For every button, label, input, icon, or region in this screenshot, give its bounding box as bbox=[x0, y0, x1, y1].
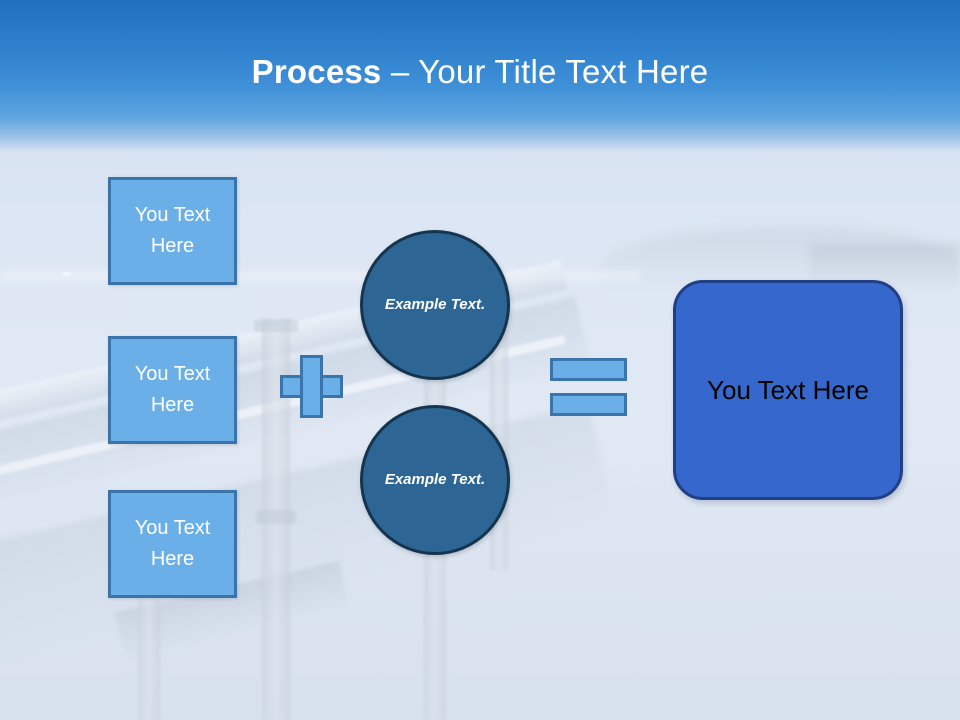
input-box-1[interactable]: You Text Here bbox=[108, 177, 237, 285]
plus-icon bbox=[280, 355, 343, 418]
result-box[interactable]: You Text Here bbox=[673, 280, 903, 500]
input-box-3-label: You Text Here bbox=[134, 517, 211, 570]
page-title-bold: Process bbox=[251, 53, 382, 90]
process-circle-1-label: Example Text. bbox=[384, 296, 486, 313]
result-box-label: You Text Here bbox=[707, 375, 869, 405]
page-title: Process – Your Title Text Here bbox=[0, 52, 960, 92]
equals-icon-top-bar bbox=[550, 358, 627, 381]
process-circle-2-label: Example Text. bbox=[384, 471, 486, 488]
title-banner bbox=[0, 0, 960, 152]
process-circle-1[interactable]: Example Text. bbox=[360, 230, 510, 380]
equals-icon-bottom-bar bbox=[550, 393, 627, 416]
input-box-2-label: You Text Here bbox=[134, 363, 211, 416]
input-box-2[interactable]: You Text Here bbox=[108, 336, 237, 444]
plus-icon-center bbox=[303, 378, 320, 395]
page-title-rest: – Your Title Text Here bbox=[381, 53, 709, 90]
input-box-3[interactable]: You Text Here bbox=[108, 490, 237, 598]
input-box-1-label: You Text Here bbox=[134, 204, 211, 257]
process-circle-2[interactable]: Example Text. bbox=[360, 405, 510, 555]
equals-icon bbox=[550, 358, 627, 416]
